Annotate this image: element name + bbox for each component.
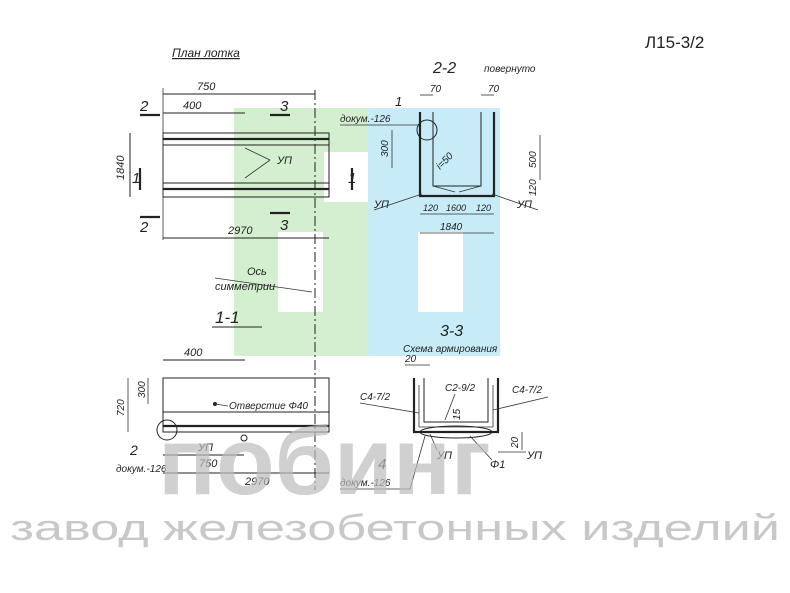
s22-dim-1600: 1600 [446, 203, 466, 213]
watermark-white-cutout-3 [324, 152, 368, 202]
s22-dim-70-right: 70 [488, 84, 500, 95]
plan-mark-3-top: 3 [280, 98, 289, 115]
s33-label-c4-right: С4-7/2 [512, 385, 542, 396]
s33-dim-15: 15 [452, 408, 463, 420]
section-1-1-hole-leader [214, 403, 229, 407]
s22-dim-500: 500 [528, 151, 539, 168]
s11-dim-2970: 2970 [244, 476, 270, 488]
s33-dim-20-top: 20 [404, 354, 417, 365]
s22-leader-up-left [373, 193, 423, 211]
s33-leader-phi1 [469, 435, 493, 461]
plan-mark-2-top: 2 [139, 98, 149, 115]
sheet-code: Л15-3/2 [645, 33, 704, 52]
plan-leader-up-2 [244, 159, 271, 179]
s11-dim-750: 750 [199, 458, 218, 470]
plan-title: План лотка [172, 46, 240, 60]
section-1-1-callout-num: 2 [129, 442, 138, 458]
s33-label-up-mid: УП [436, 450, 452, 462]
s22-dim-70-left: 70 [430, 84, 442, 95]
s33-label-c4-left: С4-7/2 [360, 392, 390, 403]
plan-leader-up [244, 147, 271, 161]
s33-label-phi1: Φ1 [490, 459, 505, 471]
plan-dim-400: 400 [183, 100, 202, 112]
section-1-1: 1-1 Отверстие Φ40 400 300 720 2 докум.-1… [116, 308, 330, 488]
axis-label-2: симметрии [215, 281, 275, 293]
section-3-3: 3-3 Схема армирования 20 С4-7/2 С2-9/2 С… [340, 323, 549, 490]
s33-leader-c4-right [492, 396, 549, 411]
s11-dim-720: 720 [116, 399, 127, 416]
plan-dim-750: 750 [197, 81, 216, 93]
section-1-1-callout-circle [156, 419, 178, 441]
watermark-white-cutout-2 [418, 232, 463, 312]
section-3-3-subtitle: Схема армирования [403, 344, 498, 355]
axis-leader [214, 277, 313, 293]
watermark-tagline: завод железобетонных изделий [10, 507, 780, 548]
plan-dim-2970: 2970 [227, 225, 253, 237]
plan-dim-1840: 1840 [115, 155, 127, 180]
section-2-2-slope-2 [458, 185, 482, 193]
section-1-1-callout-doc: докум.-126 [116, 464, 167, 475]
s33-dim-20-right: 20 [510, 436, 521, 449]
plan-mark-1-left: 1 [132, 170, 140, 187]
watermark-white-cutout-1 [278, 232, 323, 312]
s33-leader-c4-left [359, 402, 420, 414]
section-2-2-profile-outer [418, 112, 496, 198]
section-3-3-profile-inner [423, 378, 489, 423]
section-3-3-title: 3-3 [440, 323, 463, 340]
watermark-brand: побинг [158, 408, 491, 515]
plan-mark-2-bottom: 2 [139, 219, 149, 236]
section-2-2-callout-num: 1 [395, 94, 402, 109]
section-2-2: 2-2 повернуто i=50 1 докум.-126 70 70 30… [340, 60, 541, 234]
section-2-2-profile-inner [432, 112, 482, 187]
section-1-1-hole-label: Отверстие Φ40 [229, 401, 308, 412]
section-2-2-callout-doc: докум.-126 [340, 114, 391, 125]
s33-label-c2: С2-9/2 [445, 383, 475, 394]
section-1-1-title: 1-1 [215, 308, 240, 327]
s33-leader-c2 [444, 393, 456, 421]
s33-leader-up-mid [429, 433, 438, 451]
s22-label-up-left: УП [373, 199, 389, 211]
section-2-2-title: 2-2 [432, 60, 456, 77]
section-1-1-label-up: УП [197, 442, 213, 454]
s33-callout-doc: докум.-126 [340, 478, 391, 489]
section-2-2-callout-circle [416, 119, 438, 141]
s22-dim-1840: 1840 [440, 222, 463, 233]
section-3-3-profile-outer [412, 378, 500, 434]
s22-dim-300: 300 [380, 140, 391, 157]
s11-dim-300: 300 [137, 381, 148, 398]
axis-label-1: Ось [247, 266, 267, 278]
symmetry-axis: Ось симметрии [214, 90, 316, 490]
s22-leader-up-right [491, 193, 539, 211]
s33-callout-num: 4 [378, 456, 386, 473]
watermark-logo [234, 108, 500, 356]
section-2-2-note: повернуто [484, 64, 536, 75]
section-1-1-up-marker [240, 434, 248, 442]
s11-dim-400: 400 [184, 347, 203, 359]
section-2-2-slope-1 [432, 185, 456, 193]
s22-dim-120-right: 120 [528, 179, 539, 196]
s22-dim-120-left: 120 [423, 203, 438, 213]
section-1-1-outline [162, 377, 330, 433]
plan-label-up: УП [276, 155, 292, 167]
plan-view: План лотка УП 750 400 1840 2970 2 2 3 3 … [115, 46, 356, 240]
s33-callout-leader-2 [409, 435, 426, 490]
s22-dim-120-right-bottom: 120 [476, 203, 491, 213]
section-3-3-bottom-detail [419, 425, 493, 439]
plan-mark-3-bottom: 3 [280, 217, 289, 234]
s33-label-up-right: УП [526, 450, 542, 462]
